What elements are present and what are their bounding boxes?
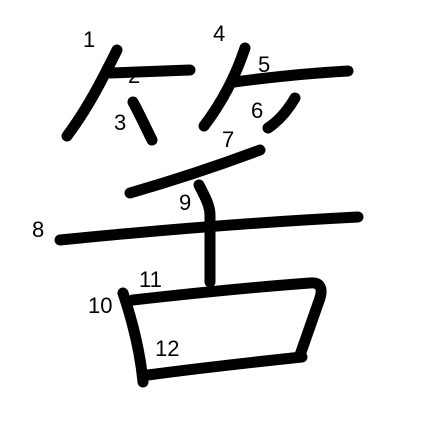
- stroke-number-12: 12: [155, 336, 179, 361]
- stroke-3: [127, 96, 158, 146]
- stroke-6: [262, 92, 301, 134]
- stroke-number-11: 11: [139, 267, 162, 292]
- stroke-number-1: 1: [83, 27, 95, 52]
- stroke-number-10: 10: [88, 293, 112, 318]
- stroke-2: [104, 64, 196, 79]
- stroke-10: [117, 287, 149, 388]
- stroke-numbers: 1 2 3 4 5 6 7 8 9 10 11 12: [32, 21, 270, 361]
- stroke-number-9: 9: [179, 190, 191, 215]
- stroke-9: [193, 179, 216, 288]
- stroke-1: [61, 44, 123, 142]
- stroke-11: [127, 277, 327, 361]
- stroke-5: [228, 65, 354, 88]
- character-strokes: [54, 42, 364, 388]
- stroke-number-5: 5: [258, 52, 270, 77]
- stroke-7: [124, 144, 266, 199]
- stroke-4: [198, 42, 251, 132]
- stroke-number-4: 4: [213, 21, 225, 46]
- stroke-number-6: 6: [251, 98, 263, 123]
- stroke-12: [142, 351, 308, 381]
- stroke-number-7: 7: [222, 127, 234, 152]
- stroke-number-8: 8: [32, 217, 44, 242]
- stroke-number-3: 3: [114, 110, 126, 135]
- stroke-number-2: 2: [128, 63, 140, 88]
